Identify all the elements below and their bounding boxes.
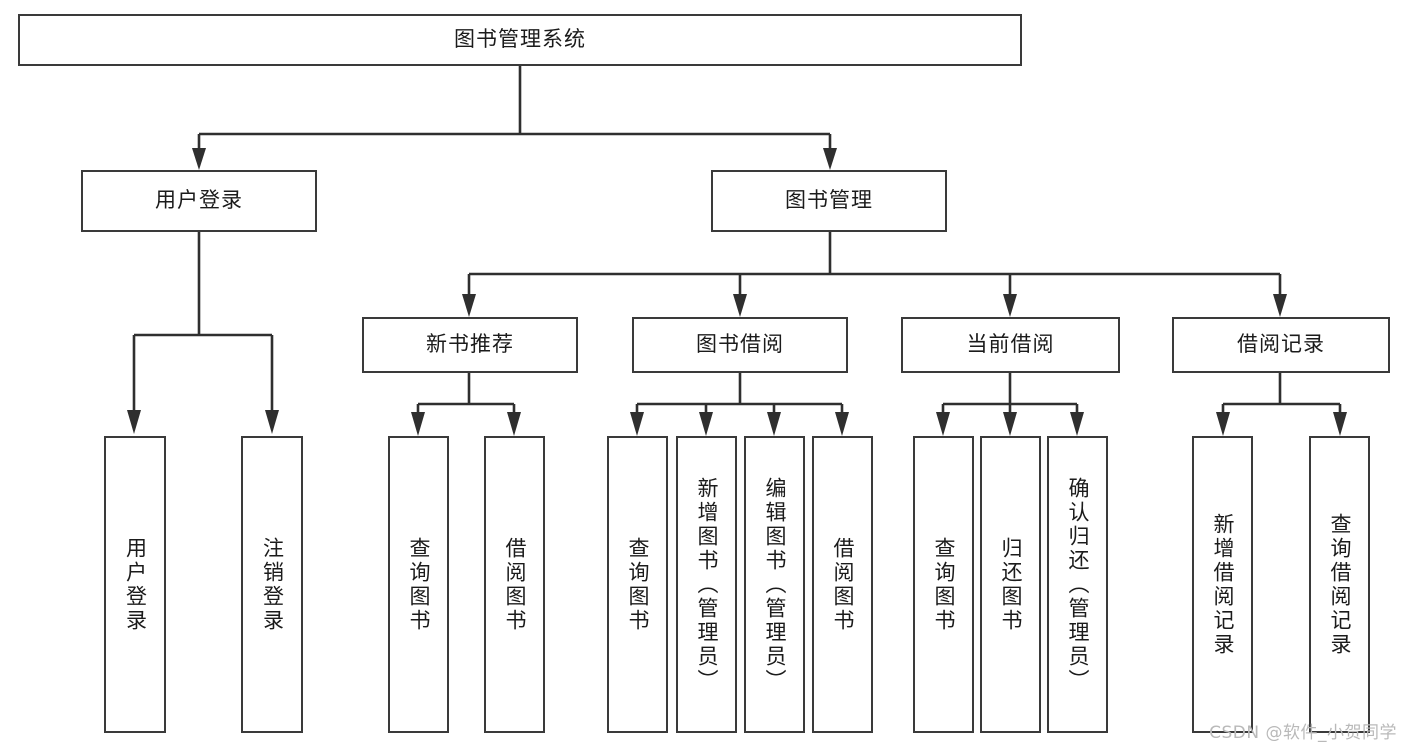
leaf-text-wrap: 借阅图书: [486, 438, 543, 731]
leaf-text-wrap: 编辑图书（管理员）: [746, 438, 803, 731]
leaf-text-wrap: 查询图书: [915, 438, 972, 731]
leaf-text-wrap: 注销登录: [243, 438, 301, 731]
leaf-user-login[interactable]: 用户登录: [104, 436, 166, 733]
node-label: 新书推荐: [426, 332, 514, 357]
leaf-text-wrap: 新增借阅记录: [1194, 438, 1251, 731]
leaf-label: 用户登录: [123, 536, 148, 633]
leaf-query-book-2[interactable]: 查询图书: [607, 436, 668, 733]
node-current-borrow[interactable]: 当前借阅: [901, 317, 1120, 373]
leaf-query-record[interactable]: 查询借阅记录: [1309, 436, 1370, 733]
node-user-login[interactable]: 用户登录: [81, 170, 317, 232]
node-label: 当前借阅: [966, 332, 1055, 357]
leaf-edit-book[interactable]: 编辑图书（管理员）: [744, 436, 805, 733]
leaf-label: 查询借阅记录: [1327, 512, 1352, 657]
leaf-confirm-return[interactable]: 确认归还（管理员）: [1047, 436, 1108, 733]
leaf-label: 借阅图书: [502, 536, 527, 633]
node-new-book-recommend[interactable]: 新书推荐: [362, 317, 578, 373]
leaf-label: 确认归还（管理员）: [1065, 476, 1090, 693]
leaf-label: 新增借阅记录: [1210, 512, 1235, 657]
leaf-query-book-3[interactable]: 查询图书: [913, 436, 974, 733]
node-label: 借阅记录: [1237, 332, 1325, 357]
node-label: 图书管理系统: [454, 27, 586, 52]
leaf-label: 借阅图书: [830, 536, 855, 633]
leaf-text-wrap: 用户登录: [106, 438, 164, 731]
leaf-text-wrap: 新增图书（管理员）: [678, 438, 735, 731]
leaf-label: 注销登录: [260, 536, 285, 633]
node-book-manage[interactable]: 图书管理: [711, 170, 947, 232]
node-book-borrow[interactable]: 图书借阅: [632, 317, 848, 373]
csdn-watermark: CSDN @软件_小贺同学: [1209, 723, 1397, 743]
leaf-label: 编辑图书（管理员）: [762, 476, 787, 693]
leaf-add-record[interactable]: 新增借阅记录: [1192, 436, 1253, 733]
leaf-text-wrap: 查询借阅记录: [1311, 438, 1368, 731]
leaf-label: 归还图书: [998, 536, 1023, 633]
leaf-label: 查询图书: [625, 536, 650, 633]
leaf-borrow-book-1[interactable]: 借阅图书: [484, 436, 545, 733]
node-root-system[interactable]: 图书管理系统: [18, 14, 1022, 66]
node-label: 图书管理: [785, 188, 873, 213]
node-borrow-record[interactable]: 借阅记录: [1172, 317, 1390, 373]
leaf-add-book[interactable]: 新增图书（管理员）: [676, 436, 737, 733]
leaf-label: 查询图书: [931, 536, 956, 633]
node-label: 图书借阅: [696, 332, 784, 357]
leaf-borrow-book-2[interactable]: 借阅图书: [812, 436, 873, 733]
leaf-text-wrap: 查询图书: [609, 438, 666, 731]
leaf-label: 查询图书: [406, 536, 431, 633]
leaf-text-wrap: 查询图书: [390, 438, 447, 731]
node-label: 用户登录: [155, 188, 243, 213]
leaf-text-wrap: 归还图书: [982, 438, 1039, 731]
leaf-logout-login[interactable]: 注销登录: [241, 436, 303, 733]
leaf-text-wrap: 借阅图书: [814, 438, 871, 731]
leaf-label: 新增图书（管理员）: [694, 476, 719, 693]
leaf-query-book-1[interactable]: 查询图书: [388, 436, 449, 733]
leaf-text-wrap: 确认归还（管理员）: [1049, 438, 1106, 731]
leaf-return-book[interactable]: 归还图书: [980, 436, 1041, 733]
